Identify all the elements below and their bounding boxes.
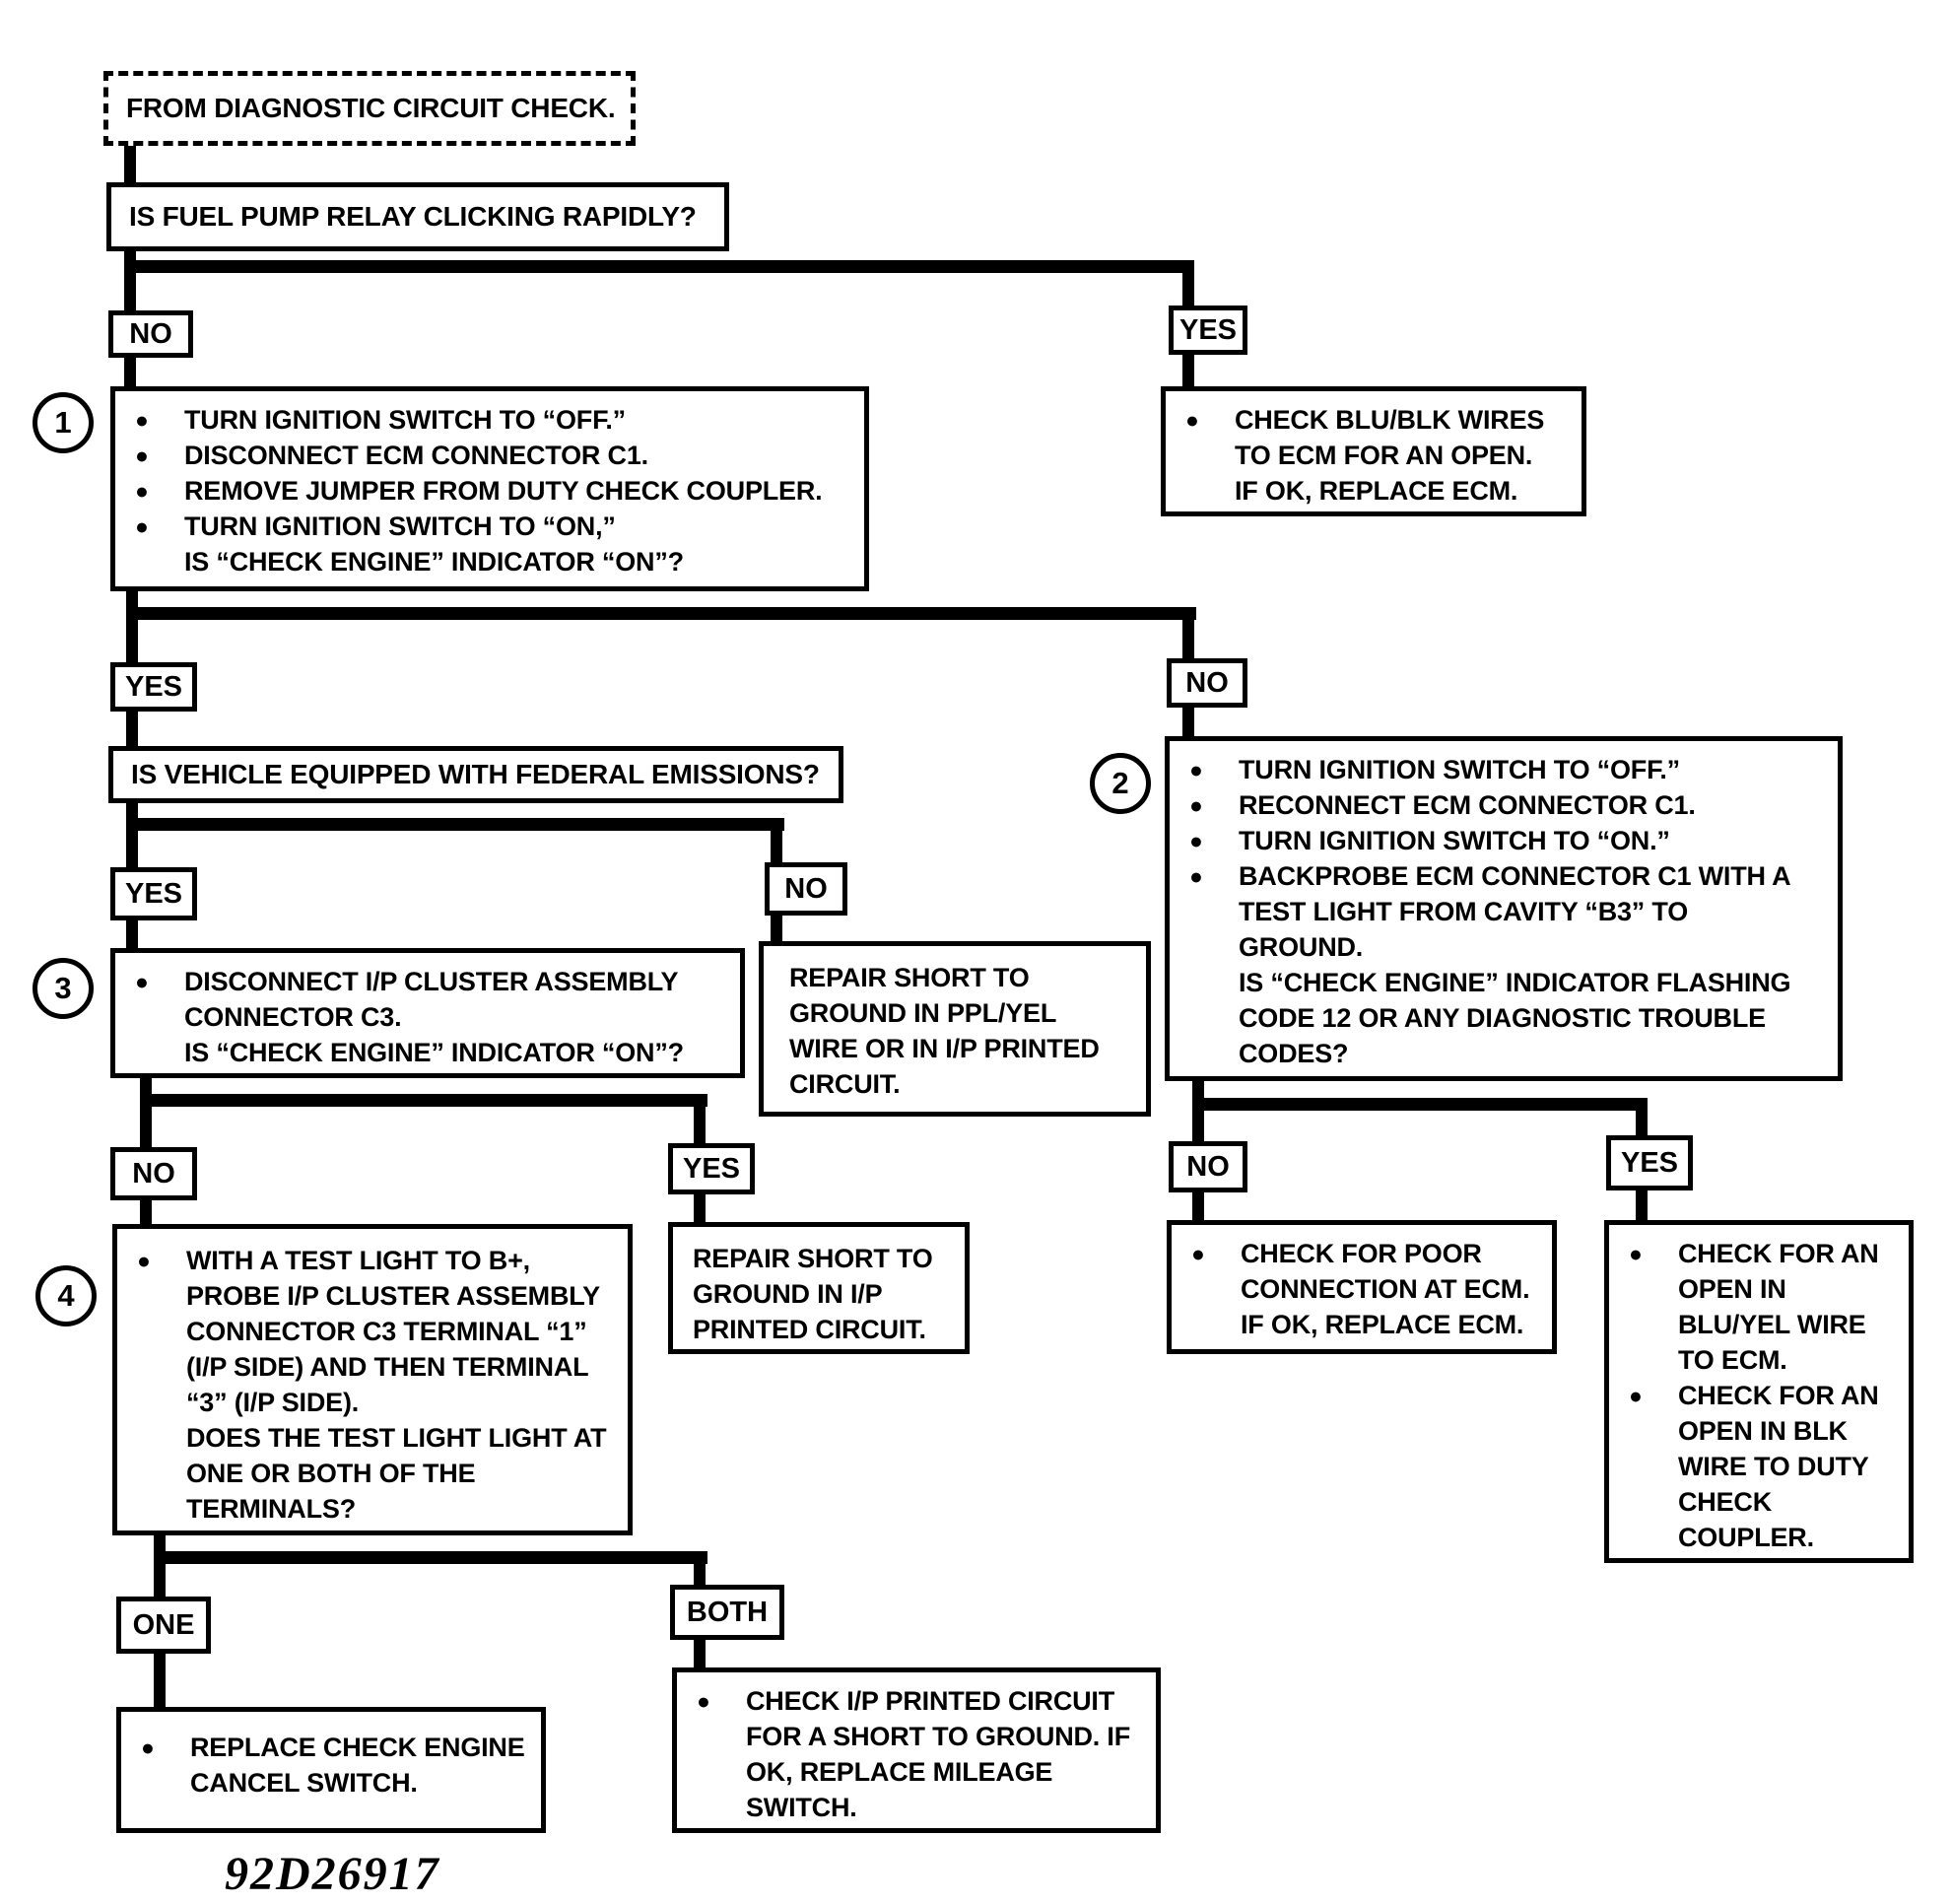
label-no-fuel-pump: NO <box>108 310 193 358</box>
bullet-icon <box>135 473 184 509</box>
bullet-icon <box>135 964 184 999</box>
bullet-icon <box>1629 1378 1678 1413</box>
connector-line <box>771 818 782 864</box>
list-item: TURN IGNITION SWITCH TO “OFF.” <box>135 402 848 438</box>
list-item: CHECK FOR AN OPEN IN BLU/YEL WIRE TO ECM… <box>1629 1236 1893 1378</box>
result-repair-short-ip: REPAIR SHORT TO GROUND IN I/P PRINTED CI… <box>668 1222 970 1354</box>
label-yes-federal: YES <box>110 867 197 920</box>
connector-line <box>694 1638 706 1669</box>
connector-line <box>126 710 138 748</box>
list-item: IS “CHECK ENGINE” INDICATOR FLASHING COD… <box>1239 968 1791 1068</box>
connector-line <box>126 799 138 869</box>
connector-line <box>124 144 136 185</box>
bullet-icon <box>1191 1236 1241 1271</box>
connector-line <box>771 914 782 943</box>
list-item: CHECK I/P PRINTED CIRCUIT FOR A SHORT TO… <box>697 1683 1140 1825</box>
list-item: DOES THE TEST LIGHT LIGHT AT ONE OR BOTH… <box>186 1423 607 1524</box>
label-yes-code12: YES <box>1606 1135 1693 1190</box>
connector-line <box>1182 260 1194 307</box>
list-item: RECONNECT ECM CONNECTOR C1. <box>1189 787 1814 823</box>
connector-line <box>694 1192 706 1224</box>
step-2-badge: 2 <box>1090 753 1151 814</box>
list-item: DISCONNECT I/P CLUSTER ASSEMBLY CONNECTO… <box>135 964 724 1035</box>
question-federal-emissions: IS VEHICLE EQUIPPED WITH FEDERAL EMISSIO… <box>108 746 843 803</box>
bullet-icon <box>1185 402 1235 438</box>
list-item: CHECK FOR POOR CONNECTION AT ECM. IF OK,… <box>1191 1236 1536 1342</box>
list-item: REMOVE JUMPER FROM DUTY CHECK COUPLER. <box>135 473 848 509</box>
start-node: FROM DIAGNOSTIC CIRCUIT CHECK. <box>103 71 636 146</box>
step-3-box: DISCONNECT I/P CLUSTER ASSEMBLY CONNECTO… <box>110 948 745 1078</box>
bullet-icon <box>1189 858 1239 894</box>
step-3-badge: 3 <box>33 958 94 1019</box>
label-one-terminal: ONE <box>116 1597 211 1654</box>
list-item: BACKPROBE ECM CONNECTOR C1 WITH A TEST L… <box>1189 858 1814 965</box>
connector-line <box>126 589 138 664</box>
step-2-box: TURN IGNITION SWITCH TO “OFF.” RECONNECT… <box>1165 736 1843 1081</box>
result-poor-connection: CHECK FOR POOR CONNECTION AT ECM. IF OK,… <box>1167 1220 1557 1354</box>
result-check-ip-mileage: CHECK I/P PRINTED CIRCUIT FOR A SHORT TO… <box>672 1667 1161 1833</box>
list-item: REPLACE CHECK ENGINE CANCEL SWITCH. <box>141 1730 533 1801</box>
label-yes-fuel-pump: YES <box>1169 306 1247 355</box>
step-4-box: WITH A TEST LIGHT TO B+, PROBE I/P CLUST… <box>112 1224 633 1535</box>
connector-line <box>154 1551 707 1564</box>
label-no-check-engine-on: NO <box>1167 658 1247 708</box>
bullet-icon <box>1629 1236 1678 1271</box>
connector-line <box>124 260 1194 273</box>
bullet-icon <box>137 1243 186 1278</box>
label-both-terminals: BOTH <box>670 1585 784 1640</box>
connector-line <box>126 818 784 831</box>
bullet-icon <box>1189 752 1239 787</box>
connector-line <box>126 918 138 950</box>
step-1-badge: 1 <box>33 392 94 453</box>
result-check-blu-blk-wires: CHECK BLU/BLK WIRES TO ECM FOR AN OPEN. … <box>1161 386 1586 516</box>
list-item: TURN IGNITION SWITCH TO “OFF.” <box>1189 752 1814 787</box>
bullet-icon <box>135 402 184 438</box>
connector-line <box>1636 1189 1648 1222</box>
result-open-wires: CHECK FOR AN OPEN IN BLU/YEL WIRE TO ECM… <box>1604 1220 1914 1563</box>
bullet-icon <box>1189 823 1239 858</box>
connector-line <box>154 1652 166 1709</box>
connector-line <box>140 1198 152 1226</box>
step-4-badge: 4 <box>35 1265 97 1326</box>
connector-line <box>1182 353 1194 388</box>
connector-line <box>1636 1098 1648 1137</box>
list-item: TURN IGNITION SWITCH TO “ON,” <box>135 509 848 544</box>
connector-line <box>124 249 136 312</box>
list-item: CHECK FOR AN OPEN IN BLK WIRE TO DUTY CH… <box>1629 1378 1893 1555</box>
bullet-icon <box>141 1730 190 1765</box>
list-item: TURN IGNITION SWITCH TO “ON.” <box>1189 823 1814 858</box>
question-fuel-pump-relay: IS FUEL PUMP RELAY CLICKING RAPIDLY? <box>106 182 729 251</box>
list-item: DISCONNECT ECM CONNECTOR C1. <box>135 438 848 473</box>
label-yes-check-engine-on: YES <box>110 662 197 712</box>
bullet-icon <box>697 1683 746 1719</box>
list-item: IS “CHECK ENGINE” INDICATOR “ON”? <box>184 547 684 577</box>
list-item: IS “CHECK ENGINE” INDICATOR “ON”? <box>184 1038 684 1067</box>
step-1-box: TURN IGNITION SWITCH TO “OFF.” DISCONNEC… <box>110 386 869 591</box>
label-yes-indicator-on: YES <box>668 1143 755 1194</box>
label-no-indicator-on: NO <box>110 1147 197 1200</box>
connector-line <box>124 355 136 388</box>
label-no-federal: NO <box>765 862 847 916</box>
connector-line <box>1192 1079 1204 1143</box>
connector-line <box>1192 1190 1204 1222</box>
bullet-icon <box>1189 787 1239 823</box>
connector-line <box>1182 705 1194 738</box>
connector-line <box>694 1551 706 1587</box>
result-repair-short-ppl-yel: REPAIR SHORT TO GROUND IN PPL/YEL WIRE O… <box>759 941 1151 1117</box>
bullet-icon <box>135 438 184 473</box>
connector-line <box>694 1094 706 1145</box>
connector-line <box>140 1094 707 1107</box>
connector-line <box>1182 607 1194 660</box>
list-item: WITH A TEST LIGHT TO B+, PROBE I/P CLUST… <box>137 1243 612 1420</box>
figure-code: 92D26917 <box>225 1848 440 1900</box>
result-replace-cancel-switch: REPLACE CHECK ENGINE CANCEL SWITCH. <box>116 1707 546 1833</box>
bullet-icon <box>135 509 184 544</box>
label-no-code12: NO <box>1169 1141 1247 1192</box>
connector-line <box>154 1533 166 1598</box>
connector-line <box>1192 1098 1648 1111</box>
connector-line <box>126 607 1196 620</box>
list-item: CHECK BLU/BLK WIRES TO ECM FOR AN OPEN. … <box>1185 402 1558 509</box>
connector-line <box>140 1076 152 1149</box>
